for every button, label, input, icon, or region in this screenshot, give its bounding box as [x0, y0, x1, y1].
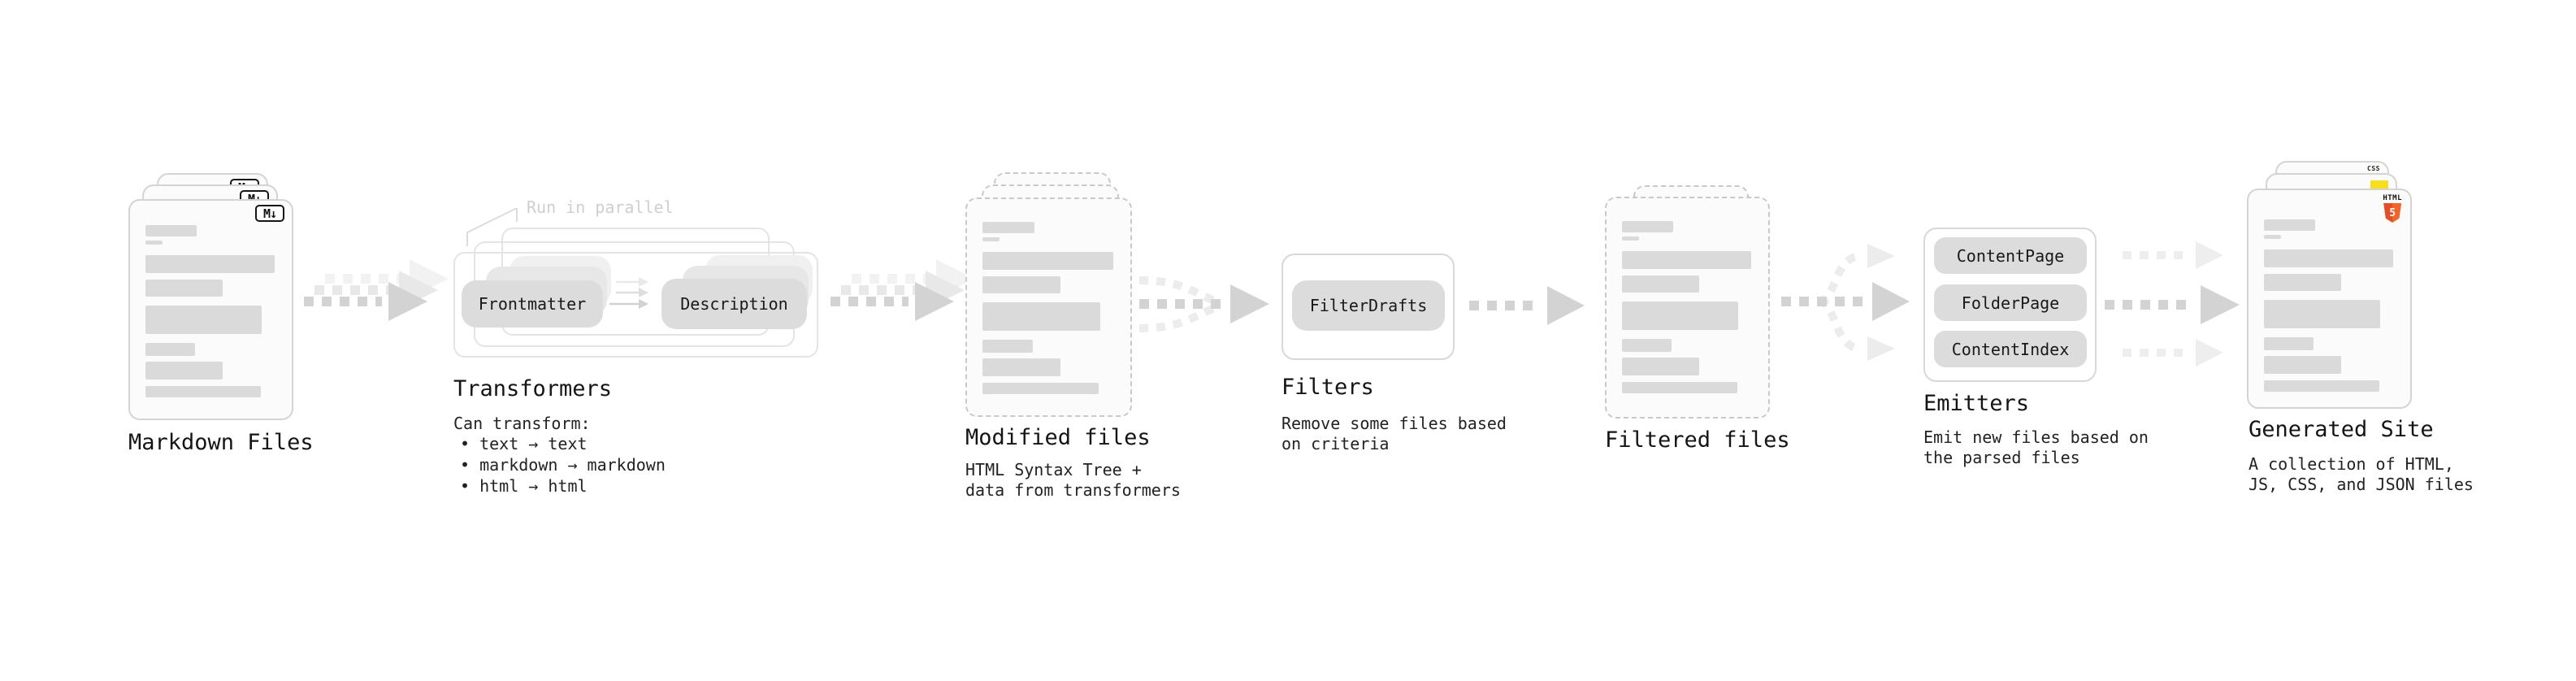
placeholder-text-bars: [982, 222, 1115, 394]
transformers-desc-title: Can transform:: [453, 414, 591, 433]
markdown-files-label: Markdown Files: [128, 430, 314, 455]
generated-site-desc: A collection of HTML, JS, CSS, and JSON …: [2249, 454, 2474, 494]
markdown-badge-icon: M↓: [255, 205, 284, 222]
emitters-desc: Emit new files based on the parsed files: [1923, 427, 2149, 467]
emitters-label: Emitters: [1923, 391, 2030, 416]
generated-site-label: Generated Site: [2249, 417, 2434, 442]
transformer-box-front: [453, 252, 818, 358]
folderpage-pill: FolderPage: [1934, 284, 2087, 321]
filtered-files-label: Filtered files: [1605, 427, 1790, 453]
filtered-file-card: [1605, 197, 1770, 419]
description-pill: Description: [661, 279, 807, 329]
filters-desc: Remove some files based on criteria: [1281, 414, 1507, 453]
frontmatter-pill: Frontmatter: [462, 280, 603, 327]
transformers-label: Transformers: [453, 376, 613, 401]
modified-files-label: Modified files: [965, 425, 1151, 450]
flow-arrow-modified-to-filters: [1138, 276, 1269, 332]
flow-arrow-markdown-to-transformers: [304, 259, 449, 321]
contentindex-pill: ContentIndex: [1934, 331, 2087, 367]
transformers-bullet: html → html: [460, 478, 587, 494]
flow-arrow-filters-to-filtered: [1469, 286, 1585, 325]
modified-file-card: [965, 197, 1132, 417]
flow-arrow-filtered-to-emitters: [1781, 244, 1910, 361]
js-badge-icon: [2370, 180, 2388, 189]
placeholder-text-bars: [1622, 221, 1753, 393]
contentpage-pill: ContentPage: [1934, 237, 2087, 274]
flow-arrow-emitters-to-generated: [2105, 241, 2240, 367]
placeholder-text-bars: [2264, 219, 2395, 392]
modified-files-desc: HTML Syntax Tree + data from transformer…: [965, 460, 1181, 500]
flow-arrow-transformers-to-modified: [830, 259, 975, 321]
html5-badge-icon: HTML 5: [2383, 195, 2402, 223]
filters-label: Filters: [1281, 375, 1374, 400]
transformers-bullet: text → text: [460, 436, 587, 452]
generated-html-file-card: HTML 5: [2247, 189, 2412, 409]
filterdrafts-pill: FilterDrafts: [1292, 280, 1445, 331]
transformers-bullet: markdown → markdown: [460, 457, 666, 473]
placeholder-text-bars: [145, 225, 276, 397]
run-in-parallel-annotation: Run in parallel: [527, 197, 674, 217]
markdown-file-card: M↓: [128, 199, 293, 420]
